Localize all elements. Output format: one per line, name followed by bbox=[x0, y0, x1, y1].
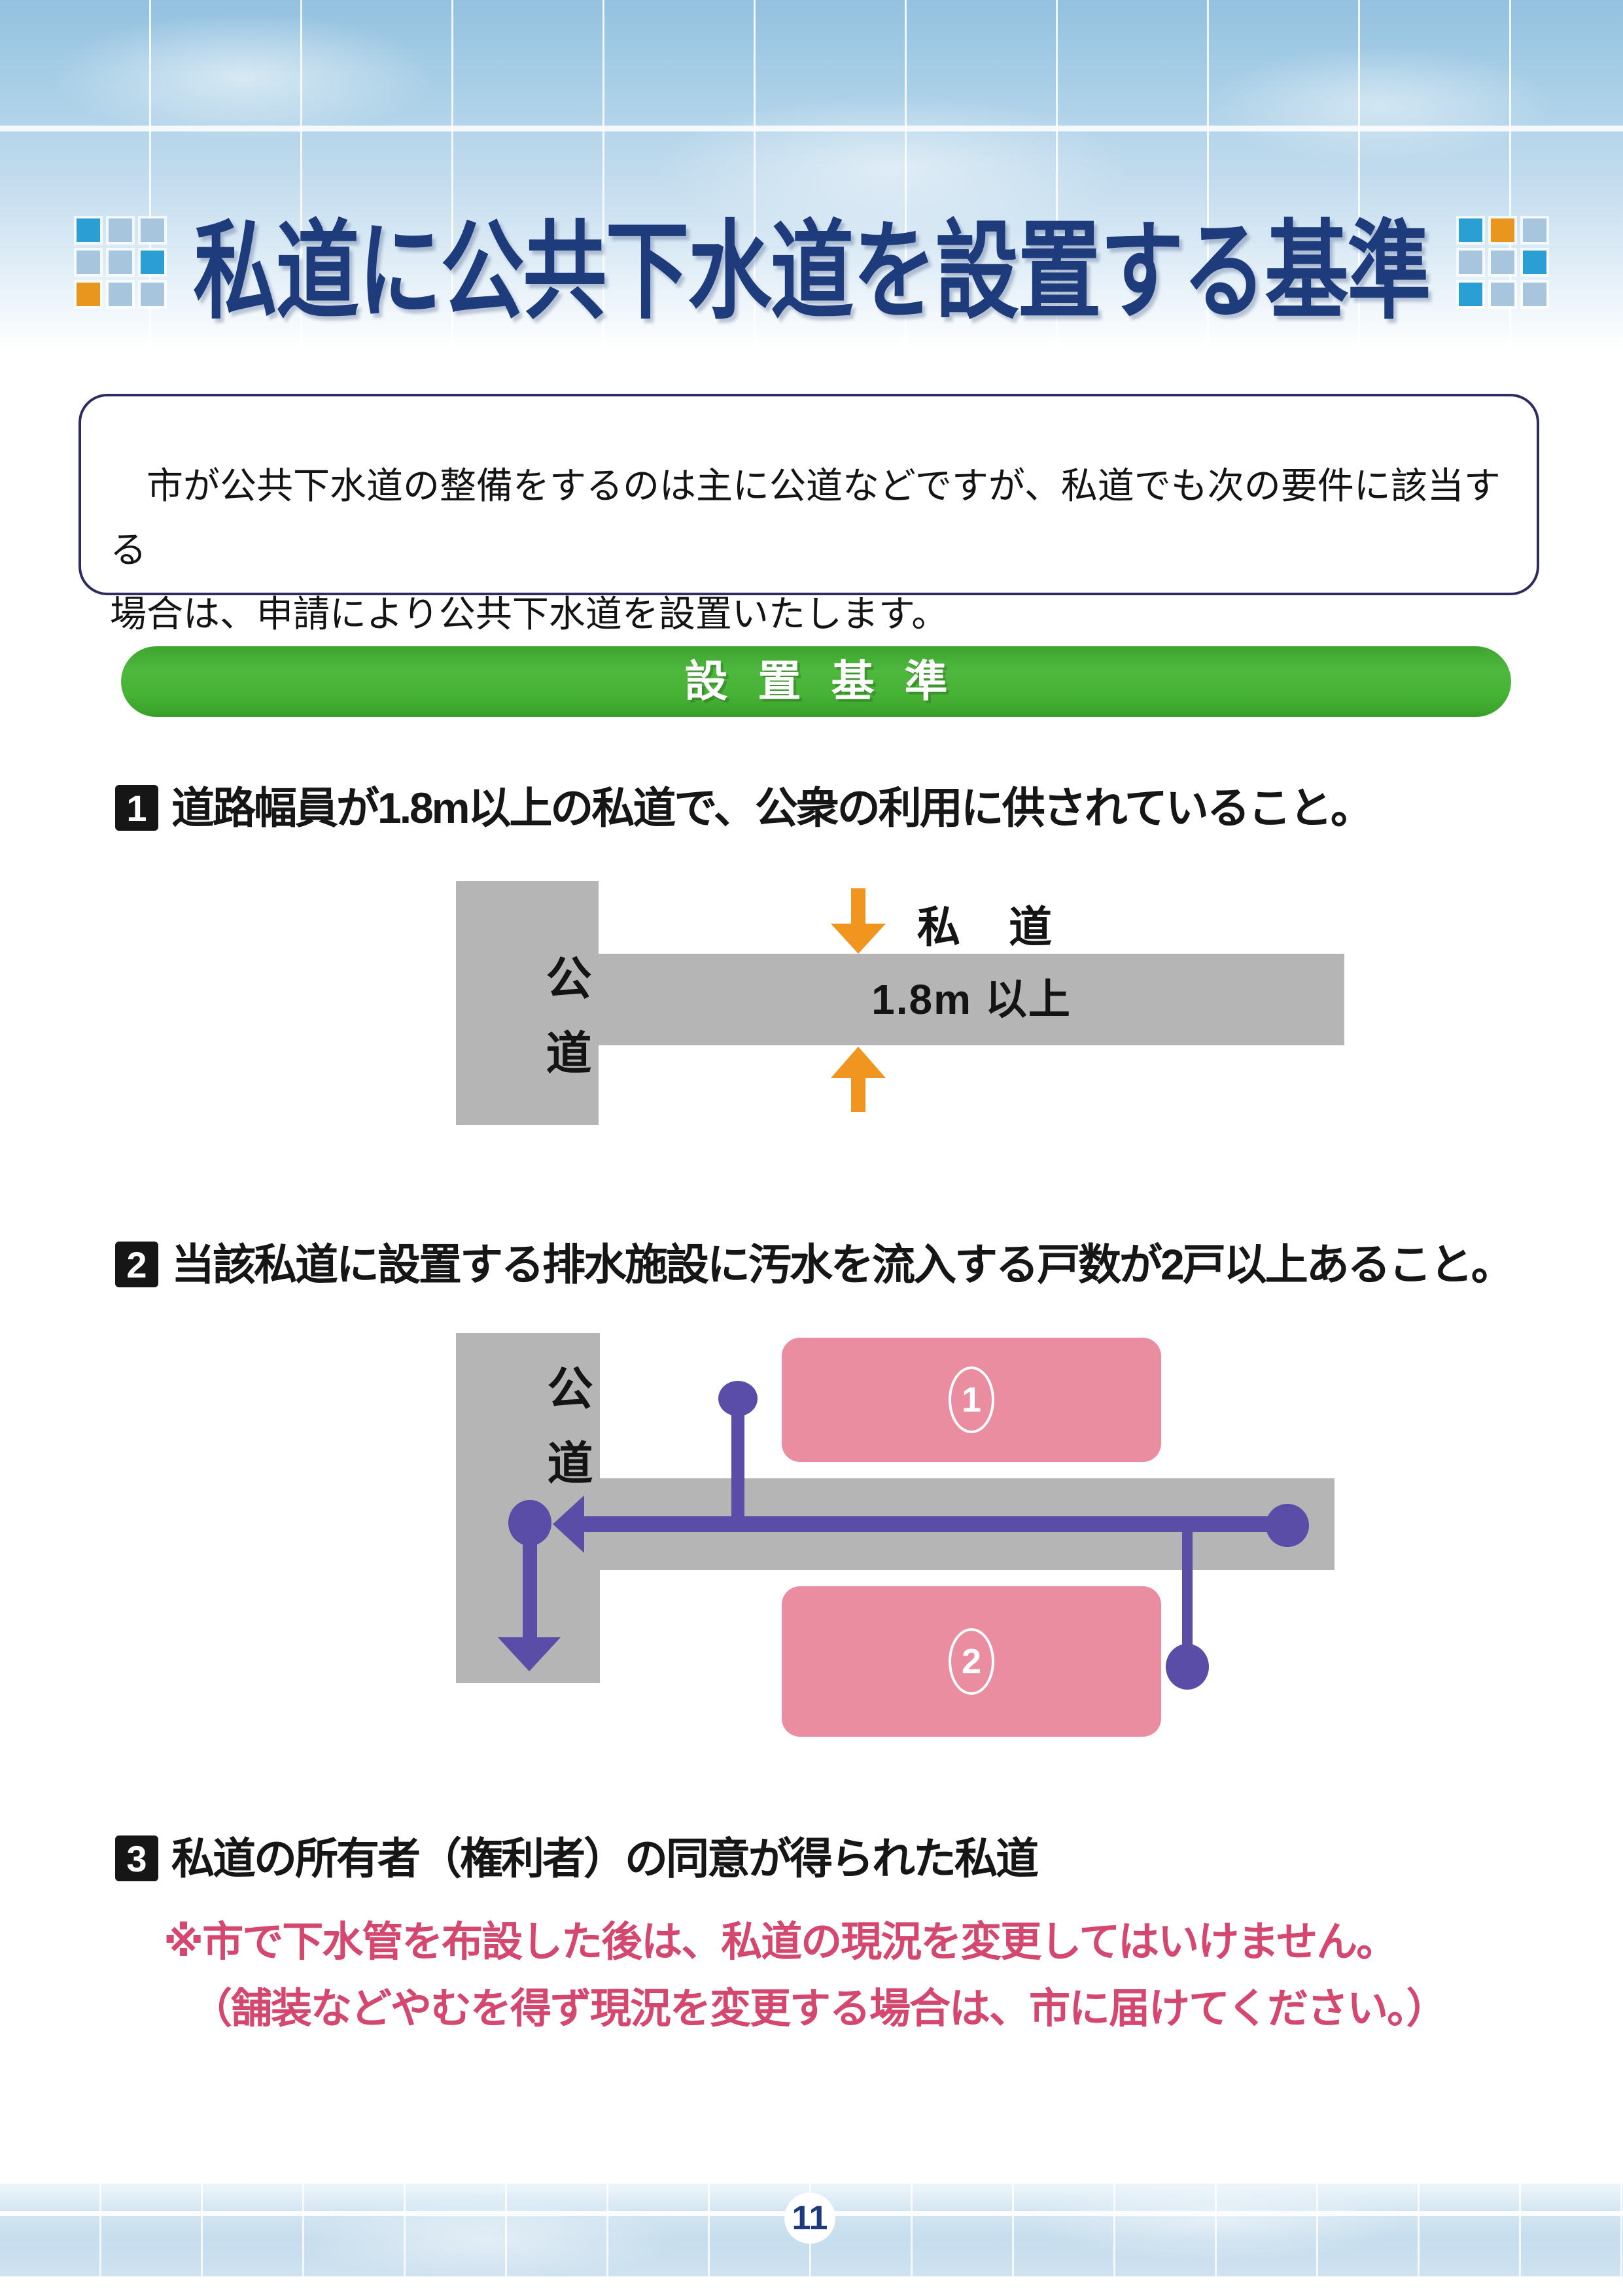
road-width-label: 1.8m 以上 bbox=[871, 976, 1072, 1023]
household-connection-diagram: 公道 1 2 bbox=[451, 1328, 1380, 1750]
criterion-3-row: 3 私道の所有者（権利者）の同意が得られた私道 bbox=[115, 1834, 1039, 1883]
section-banner: 設置基準 bbox=[121, 646, 1511, 717]
private-road-shape: 1.8m 以上 bbox=[599, 954, 1344, 1045]
criterion-1-row: 1 道路幅員が1.8m以上の私道で、公衆の利用に供されていること。 bbox=[115, 784, 1374, 832]
criterion-1-text: 道路幅員が1.8m以上の私道で、公衆の利用に供されていること。 bbox=[171, 784, 1374, 832]
page-number-badge: 11 bbox=[784, 2193, 835, 2244]
building-2: 2 bbox=[782, 1586, 1161, 1737]
intro-line-1: 市が公共下水道の整備をするのは主に公道などですが、私道でも次の要件に該当する bbox=[110, 465, 1501, 570]
house-2-drain-node bbox=[1166, 1644, 1209, 1690]
deco-square bbox=[1458, 282, 1482, 306]
road-width-diagram: 公道 1.8m 以上 私 道 bbox=[451, 870, 1380, 1132]
building-2-number: 2 bbox=[949, 1628, 994, 1695]
private-road-label: 私 道 bbox=[917, 903, 1055, 951]
deco-square bbox=[1490, 282, 1514, 306]
house-2-lateral-pipe bbox=[1182, 1525, 1193, 1667]
deco-square bbox=[1458, 218, 1482, 242]
intro-box: 市が公共下水道の整備をするのは主に公道などですが、私道でも次の要件に該当する 場… bbox=[79, 394, 1539, 635]
up-arrow-shaft-icon bbox=[851, 1078, 865, 1112]
criterion-2-text: 当該私道に設置する排水施設に汚水を流入する戸数が2戸以上あること。 bbox=[171, 1240, 1514, 1289]
flow-arrow-left-icon bbox=[553, 1495, 584, 1553]
deco-square bbox=[77, 218, 101, 242]
deco-square bbox=[109, 218, 133, 242]
criterion-3-number: 3 bbox=[115, 1835, 158, 1881]
deco-square bbox=[77, 282, 101, 306]
page-number: 11 bbox=[792, 2199, 828, 2237]
public-road-label: 公道 bbox=[541, 1365, 592, 1514]
public-sewer-shaft bbox=[523, 1523, 537, 1637]
down-arrow-icon bbox=[831, 924, 886, 954]
deco-square bbox=[1490, 250, 1514, 274]
left-deco-grid bbox=[77, 218, 165, 306]
deco-square bbox=[141, 250, 165, 274]
note-line-2: （舗装などやむを得ず現況を変更する場合は、市に届けてください。） bbox=[191, 1986, 1448, 2032]
house-1-lateral-pipe bbox=[731, 1399, 744, 1524]
deco-square bbox=[141, 218, 165, 242]
deco-square bbox=[109, 250, 133, 274]
deco-square bbox=[1522, 282, 1546, 306]
deco-square bbox=[141, 282, 165, 306]
section-banner-label: 設置基準 bbox=[684, 657, 978, 705]
header-water-texture bbox=[0, 0, 1623, 350]
deco-square bbox=[1522, 250, 1546, 274]
deco-square bbox=[1522, 218, 1546, 242]
public-road-shape: 公道 bbox=[456, 881, 599, 1125]
flow-arrow-down-icon bbox=[498, 1637, 561, 1671]
sewer-main-pipe bbox=[584, 1516, 1287, 1532]
criterion-1-number: 1 bbox=[115, 785, 158, 831]
building-1-number: 1 bbox=[949, 1366, 994, 1433]
deco-square bbox=[1490, 218, 1514, 242]
deco-square bbox=[77, 250, 101, 274]
public-road-label: 公道 bbox=[540, 954, 591, 1104]
title-row: 私道に公共下水道を設置する基準 bbox=[0, 208, 1623, 332]
down-arrow-shaft-icon bbox=[851, 888, 865, 924]
criterion-2-number: 2 bbox=[115, 1242, 158, 1287]
criterion-2-row: 2 当該私道に設置する排水施設に汚水を流入する戸数が2戸以上あること。 bbox=[115, 1240, 1514, 1289]
up-arrow-icon bbox=[831, 1047, 886, 1078]
building-1: 1 bbox=[782, 1338, 1161, 1462]
manhole-node-right bbox=[1266, 1504, 1309, 1547]
intro-line-2: 場合は、申請により公共下水道を設置いたします。 bbox=[110, 593, 949, 635]
note-line-1: ※市で下水管を布設した後は、私道の現況を変更してはいけません。 bbox=[164, 1919, 1397, 1965]
deco-square bbox=[109, 282, 133, 306]
criterion-3-text: 私道の所有者（権利者）の同意が得られた私道 bbox=[171, 1834, 1039, 1883]
page-title: 私道に公共下水道を設置する基準 bbox=[193, 212, 1431, 332]
right-deco-grid bbox=[1458, 218, 1546, 306]
deco-square bbox=[1458, 250, 1482, 274]
